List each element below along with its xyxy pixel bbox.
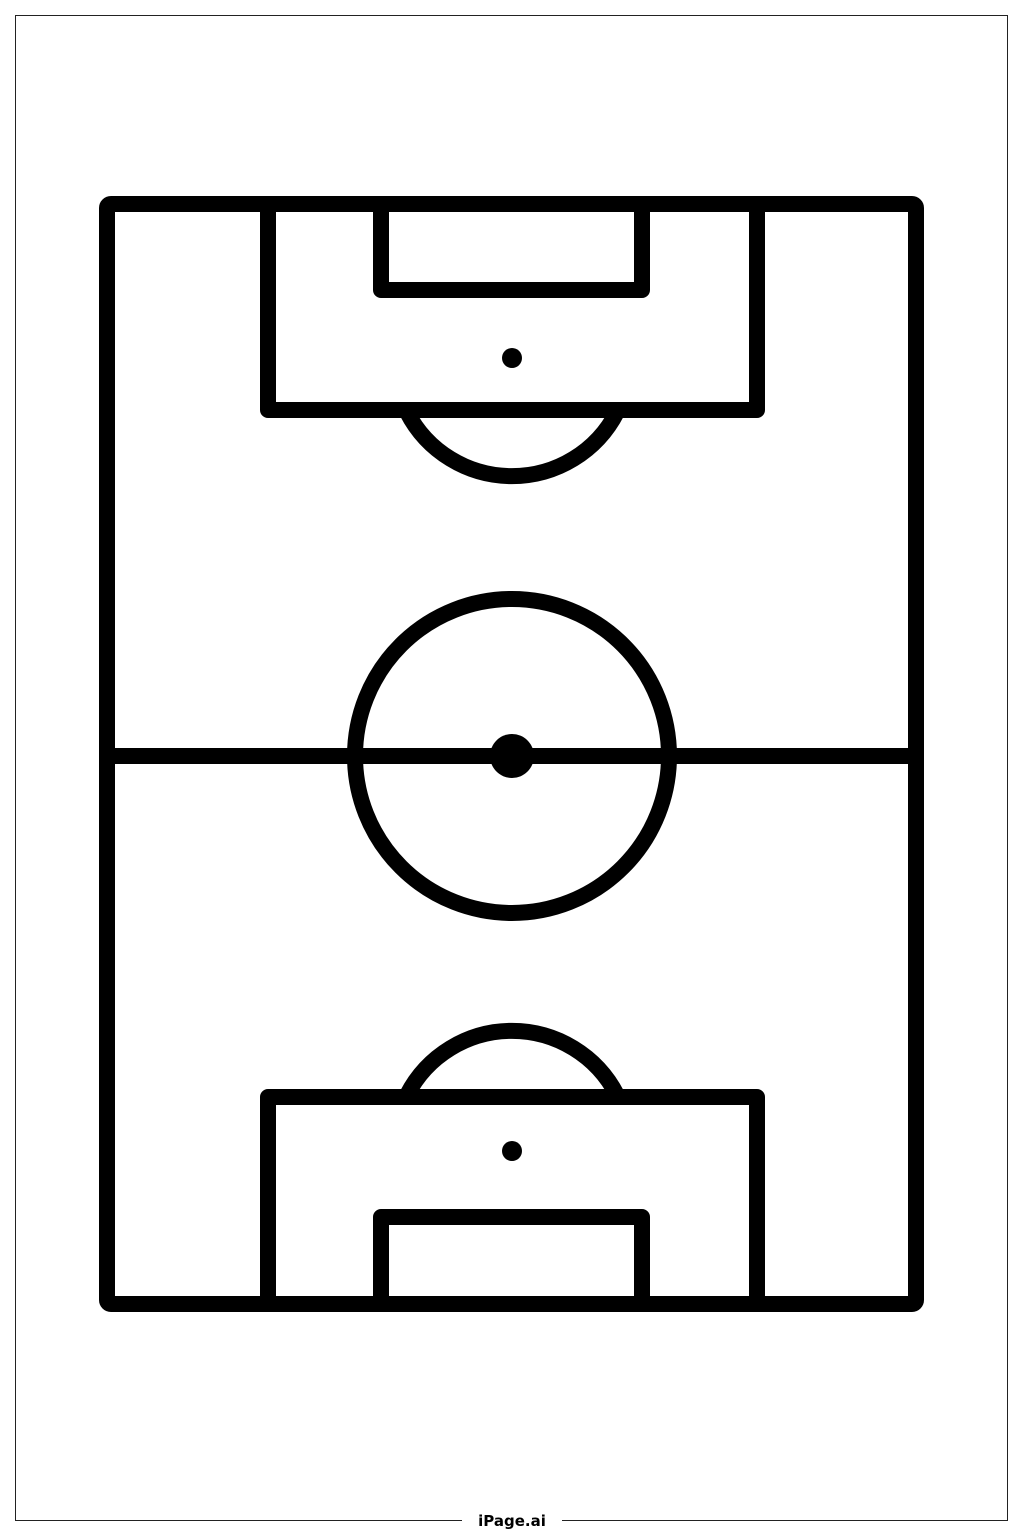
bottom-penalty-area: [260, 1089, 765, 1312]
bottom-penalty-spot: [502, 1141, 522, 1161]
center-circle: [347, 591, 677, 921]
bottom-goal-area: [373, 1209, 650, 1312]
bottom-penalty-arc: [399, 1022, 625, 1103]
brand-footer-label: iPage.ai: [462, 1508, 562, 1534]
top-goal-area: [373, 196, 650, 298]
top-penalty-area: [260, 196, 765, 418]
top-penalty-spot: [502, 348, 522, 368]
top-penalty-arc: [399, 404, 625, 485]
center-spot: [490, 734, 534, 778]
